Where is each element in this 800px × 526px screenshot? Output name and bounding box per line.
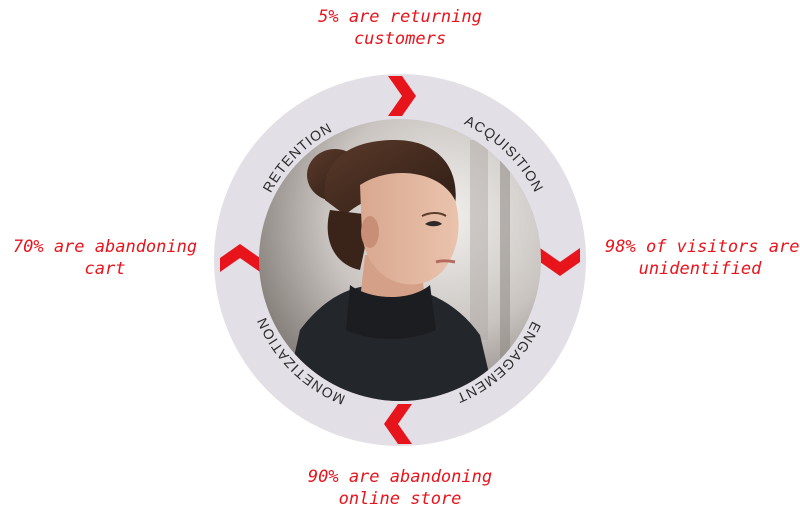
callout-returning-customers: 5% are returning customers [300,6,500,50]
callout-left-line1: 70% are abandoning [12,237,198,257]
chevron-bottom-icon [384,404,412,444]
callout-abandoning-cart: 70% are abandoning cart [10,236,200,280]
chevron-top-icon [388,76,416,116]
callout-bottom-line2: online store [338,489,462,509]
center-portrait-photo [259,119,541,401]
callout-left-line2: cart [84,259,126,279]
chevron-right-icon [540,248,580,276]
callout-bottom-line1: 90% are abandoning [307,467,493,487]
callout-top-line1: 5% are returning [318,7,482,27]
callout-right-line1: 98% of visitors are [605,237,800,257]
chevron-left-icon [220,244,260,272]
callout-abandoning-store: 90% are abandoning online store [290,466,510,510]
callout-right-line2: unidentified [638,259,762,279]
callout-unidentified-visitors: 98% of visitors are unidentified [605,236,800,280]
callout-top-line2: customers [353,29,447,49]
